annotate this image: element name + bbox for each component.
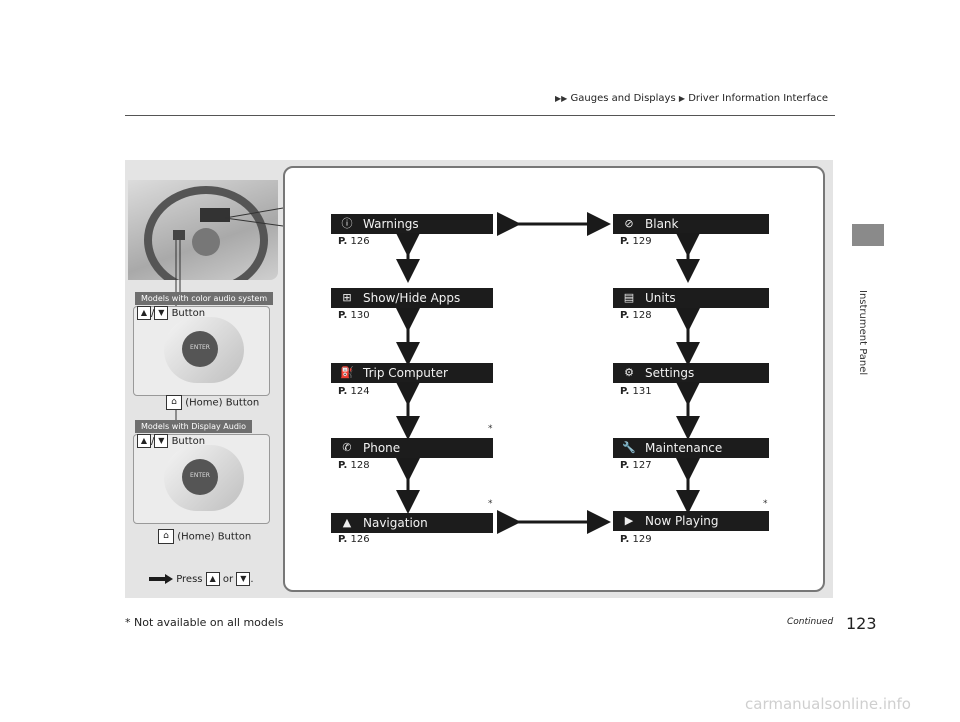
- updown-button-callout: ▲/▼ Button: [137, 434, 205, 448]
- up-arrow-icon[interactable]: ▲: [137, 434, 151, 448]
- section-side-label: Instrument Panel: [857, 290, 868, 376]
- breadcrumb: ▶▶ Gauges and Displays ▶ Driver Informat…: [555, 93, 828, 104]
- page-ref-warnings[interactable]: P. 126: [338, 236, 370, 247]
- apps-grid-icon: ⊞: [342, 291, 352, 304]
- navigation-arrow-icon: ▲: [342, 516, 352, 529]
- units-icon: ▤: [623, 291, 635, 304]
- menu-item-phone: ✆ Phone: [331, 438, 493, 458]
- page-ref-trip-computer[interactable]: P. 124: [338, 386, 370, 397]
- enter-label: ENTER: [190, 472, 210, 479]
- play-icon: ▶: [624, 514, 634, 527]
- footnote-marker: *: [488, 499, 493, 509]
- page-ref-navigation[interactable]: P. 126: [338, 534, 370, 545]
- section-tab-marker: [852, 224, 884, 246]
- page-ref-now-playing[interactable]: P. 129: [620, 534, 652, 545]
- header-divider: [125, 115, 835, 116]
- down-arrow-icon[interactable]: ▼: [154, 306, 169, 320]
- menu-item-blank: ⊘ Blank: [613, 214, 769, 234]
- up-arrow-icon[interactable]: ▲: [137, 306, 151, 320]
- press-instruction: Press ▲ or ▼.: [149, 572, 254, 586]
- right-arrow-icon: [149, 574, 173, 584]
- phone-icon: ✆: [342, 441, 352, 454]
- model-tag-color-audio: Models with color audio system: [135, 292, 274, 305]
- breadcrumb-arrow-icon: ▶▶: [555, 94, 568, 103]
- breadcrumb-arrow-icon: ▶: [678, 94, 686, 103]
- control-pad[interactable]: [182, 331, 218, 367]
- up-arrow-icon[interactable]: ▲: [205, 572, 220, 586]
- down-arrow-icon[interactable]: ▼: [154, 434, 169, 448]
- model-tag-display-audio: Models with Display Audio: [135, 420, 253, 433]
- menu-item-now-playing: ▶ Now Playing: [613, 511, 769, 531]
- menu-item-warnings: ⓘ Warnings: [331, 214, 493, 234]
- dashboard-illustration: [128, 180, 278, 280]
- menu-item-show-hide-apps: ⊞ Show/Hide Apps: [331, 288, 493, 308]
- page-ref-units[interactable]: P. 128: [620, 310, 652, 321]
- blank-screen-icon: ⊘: [624, 217, 634, 230]
- control-pad[interactable]: [182, 459, 218, 495]
- page-ref-blank[interactable]: P. 129: [620, 236, 652, 247]
- steering-wheel-icon: [144, 186, 268, 280]
- down-arrow-icon[interactable]: ▼: [236, 572, 251, 586]
- updown-button-callout: ▲/▼ Button: [137, 306, 205, 320]
- info-icon: ⓘ: [341, 217, 353, 230]
- page-ref-settings[interactable]: P. 131: [620, 386, 652, 397]
- home-icon[interactable]: ⌂: [158, 529, 174, 544]
- page-ref-show-hide-apps[interactable]: P. 130: [338, 310, 370, 321]
- fuel-pump-icon: ⛽: [340, 366, 354, 379]
- menu-item-trip-computer: ⛽ Trip Computer: [331, 363, 493, 383]
- menu-item-units: ▤ Units: [613, 288, 769, 308]
- footnote-marker: *: [763, 499, 768, 509]
- footnote: * Not available on all models: [125, 616, 284, 629]
- flow-arrows: [396, 212, 700, 534]
- home-button-callout: ⌂ (Home) Button: [166, 395, 259, 410]
- gear-icon: ⚙: [624, 366, 634, 379]
- home-button-callout: ⌂ (Home) Button: [158, 529, 251, 544]
- menu-item-navigation: ▲ Navigation: [331, 513, 493, 533]
- horizontal-arrows: [497, 212, 611, 534]
- wrench-icon: 🔧: [622, 441, 636, 454]
- breadcrumb-section[interactable]: Gauges and Displays: [570, 93, 676, 104]
- steering-controls-display-audio: ENTER: [133, 434, 270, 524]
- page-ref-maintenance[interactable]: P. 127: [620, 460, 652, 471]
- breadcrumb-topic[interactable]: Driver Information Interface: [688, 93, 828, 104]
- footnote-marker: *: [488, 424, 493, 434]
- steering-controls-color-audio: ENTER: [133, 306, 270, 396]
- menu-item-settings: ⚙ Settings: [613, 363, 769, 383]
- page-number: 123: [846, 614, 877, 633]
- continued-label: Continued: [787, 617, 834, 627]
- home-icon[interactable]: ⌂: [166, 395, 182, 410]
- watermark: carmanualsonline.info: [745, 695, 911, 713]
- menu-item-maintenance: 🔧 Maintenance: [613, 438, 769, 458]
- page-ref-phone[interactable]: P. 128: [338, 460, 370, 471]
- enter-label: ENTER: [190, 344, 210, 351]
